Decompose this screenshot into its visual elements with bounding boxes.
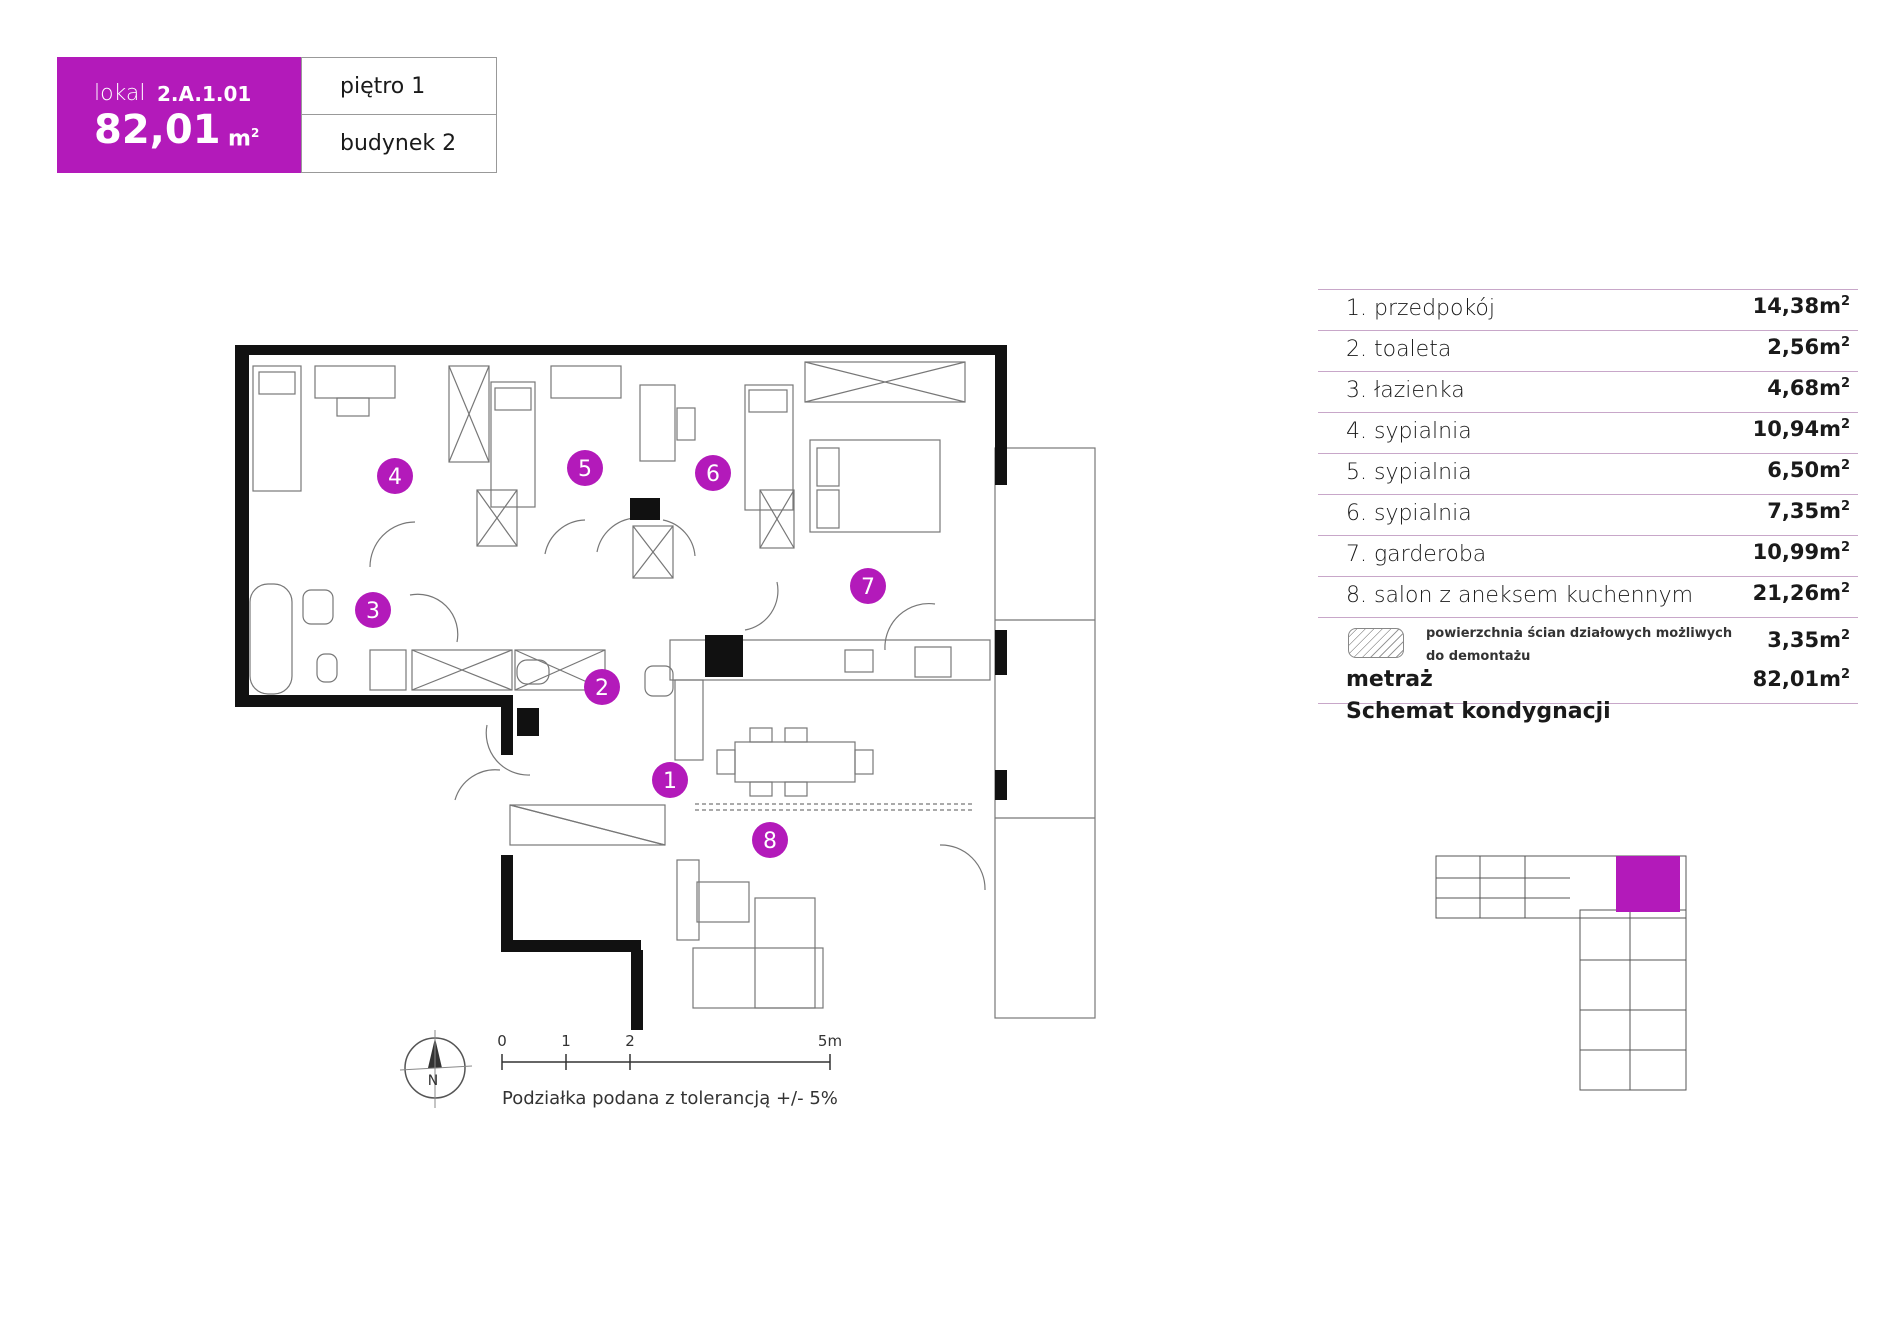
room-name: 6. sypialnia [1346,501,1472,526]
scale-note: Podziałka podana z tolerancją +/- 5% [502,1088,838,1109]
unit-meta-box: piętro 1 budynek 2 [301,57,497,173]
room-area: 7,35m2 [1767,499,1850,523]
legend-row: 7. garderoba 10,99m2 [1318,535,1858,576]
legend-row: 3. łazienka 4,68m2 [1318,371,1858,412]
removable-walls-area: 3,35m2 [1767,628,1850,652]
room-number-6: 6 [706,462,720,487]
room-legend: 1. przedpokój 14,38m2 2. toaleta 2,56m2 3.… [1318,289,1858,704]
scale-tick-2: 2 [625,1032,635,1050]
unit-code: 2.A.1.01 [157,82,252,106]
room-area: 10,94m2 [1752,417,1850,441]
room-name: 7. garderoba [1346,542,1487,567]
floor-overview-map [1435,855,1687,1091]
room-number-2: 2 [595,676,609,701]
unit-area: 82,01 [94,107,221,153]
scale-tick-5: 5m [818,1032,842,1050]
building-label: budynek 2 [340,131,457,156]
room-name: 2. toaleta [1346,337,1452,362]
room-area: 21,26m2 [1752,581,1850,605]
removable-walls-label: powierzchnia ścian działowych możliwych … [1426,626,1733,664]
room-number-3: 3 [366,599,380,624]
room-name: 1. przedpokój [1346,296,1495,321]
unit-label: lokal [94,81,146,106]
hatch-swatch-icon [1348,628,1404,658]
legend-row: 8. salon z aneksem kuchennym 21,26m2 [1318,576,1858,617]
floor-label: piętro 1 [302,58,496,115]
room-area: 2,56m2 [1767,335,1850,359]
legend-row: 6. sypialnia 7,35m2 [1318,494,1858,535]
scale-tick-0: 0 [497,1032,507,1050]
unit-area-unit: m2 [228,126,260,152]
total-label: metraż [1346,667,1433,692]
room-markers [355,450,886,858]
room-name: 3. łazienka [1346,378,1465,403]
total-row: metraż 82,01m2 [1318,663,1858,704]
removable-walls-row: powierzchnia ścian działowych możliwych … [1318,617,1858,664]
total-area: 82,01m2 [1752,667,1850,691]
legend-row: 5. sypialnia 6,50m2 [1318,453,1858,494]
room-number-8: 8 [763,829,777,854]
room-name: 4. sypialnia [1346,419,1472,444]
room-number-1: 1 [663,769,677,794]
room-area: 10,99m2 [1752,540,1850,564]
legend-row: 1. przedpokój 14,38m2 [1318,289,1858,330]
room-number-7: 7 [861,575,875,600]
room-name: 5. sypialnia [1346,460,1472,485]
unit-header: lokal 2.A.1.01 82,01 m2 piętro 1 budynek… [57,57,497,173]
room-area: 14,38m2 [1752,294,1850,318]
legend-row: 2. toaleta 2,56m2 [1318,330,1858,371]
unit-summary-box: lokal 2.A.1.01 82,01 m2 [57,57,301,173]
compass-icon: N [399,1030,473,1108]
room-area: 6,50m2 [1767,458,1850,482]
walls [235,345,1007,1030]
room-number-4: 4 [388,465,402,490]
room-name: 8. salon z aneksem kuchennym [1346,583,1694,608]
unit-highlight [1616,856,1680,912]
room-area: 4,68m2 [1767,376,1850,400]
scale-tick-1: 1 [561,1032,571,1050]
floor-schema-title: Schemat kondygnacji [1346,699,1611,724]
scale-bar: 0 1 2 5m [497,1032,842,1070]
floor-plan: 4 5 6 3 2 7 1 8 [235,345,1096,1030]
compass-letter: N [428,1073,438,1089]
legend-row: 4. sypialnia 10,94m2 [1318,412,1858,453]
room-number-5: 5 [578,457,592,482]
furniture-lines [249,361,1096,1019]
